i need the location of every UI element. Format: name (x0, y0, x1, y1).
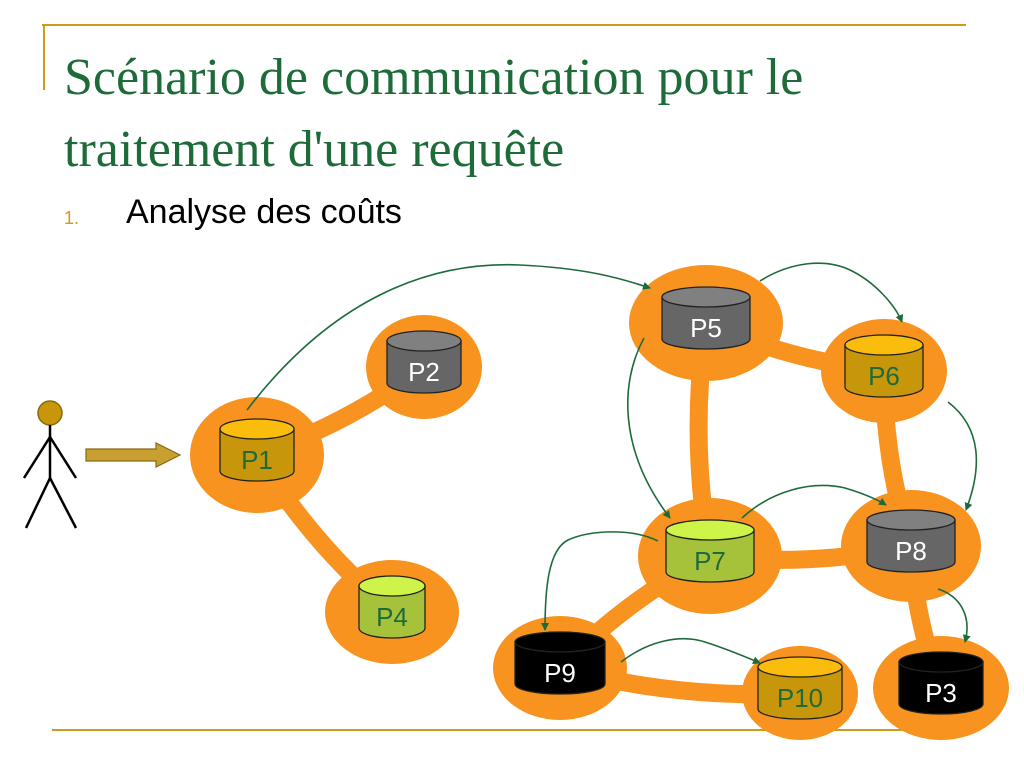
node-label: P1 (241, 445, 273, 475)
title-line-1: Scénario de communication pour le (64, 49, 804, 106)
message-p8-p3 (937, 588, 971, 643)
node-p1: P1 (190, 397, 324, 513)
node-label: P8 (895, 536, 927, 566)
node-label: P4 (376, 602, 408, 632)
database-icon (898, 651, 984, 715)
bullet-text: Analyse des coûts (126, 193, 402, 231)
node-label: P2 (408, 357, 440, 387)
database-icon (386, 330, 462, 394)
message-p7-p9 (541, 531, 659, 631)
node-p6: P6 (821, 319, 947, 423)
node-label: P7 (694, 546, 726, 576)
node-p7: P7 (638, 498, 782, 614)
database-icon (866, 509, 956, 573)
message-p9-p10 (620, 638, 761, 664)
message-p6-p8 (947, 401, 978, 511)
node-label: P3 (925, 678, 957, 708)
node-p10: P10 (742, 646, 858, 740)
node-p8: P8 (841, 490, 981, 602)
database-icon (219, 418, 295, 482)
message-p1-p5 (246, 263, 651, 411)
node-label: P9 (544, 658, 576, 688)
node-label: P6 (868, 361, 900, 391)
database-icon (757, 656, 843, 720)
node-p3: P3 (873, 636, 1009, 740)
stick-figure-icon (22, 400, 78, 529)
database-icon (661, 286, 751, 350)
node-p4: P4 (325, 560, 459, 664)
node-p9: P9 (493, 616, 627, 720)
database-icon (844, 334, 924, 398)
messages-layer (246, 262, 978, 664)
node-label: P10 (777, 683, 823, 713)
node-label: P5 (690, 313, 722, 343)
bullet-number: 1. (64, 208, 80, 228)
node-p5: P5 (629, 265, 783, 381)
message-p5-p6 (759, 262, 904, 323)
title-line-2: traitement d'une requête (64, 121, 565, 178)
message-p5-p7 (627, 337, 671, 519)
node-p2: P2 (366, 315, 482, 419)
arrow-right-icon (85, 442, 182, 468)
database-icon (665, 519, 755, 583)
database-icon (358, 575, 426, 639)
database-icon (514, 631, 606, 695)
message-p7-p8 (741, 484, 887, 519)
